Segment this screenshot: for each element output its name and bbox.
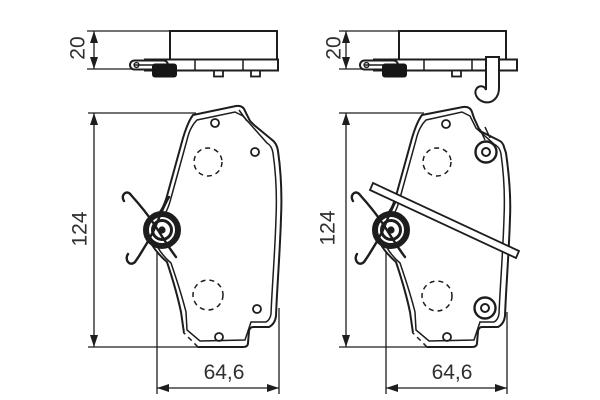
arrowhead (267, 384, 279, 392)
wear-sensor-cable (368, 181, 521, 260)
dimension-thickness-left: 20 (66, 30, 170, 70)
arrowhead (495, 384, 507, 392)
dim-label-thickness: 20 (66, 36, 89, 59)
dim-label-width: 64,6 (432, 361, 473, 384)
retaining-spring (350, 191, 407, 265)
hidden-boss-circle (193, 147, 223, 177)
friction-block (169, 30, 278, 61)
arrowhead (90, 57, 98, 69)
hidden-boss-circle (422, 147, 452, 177)
dimension-thickness-right: 20 (322, 30, 399, 70)
arrowhead (386, 384, 398, 392)
dim-label-thickness: 20 (322, 36, 345, 59)
arrowhead (157, 384, 169, 392)
clip-sleeve (382, 63, 407, 78)
arrowhead (90, 31, 98, 43)
clip-sleeve (152, 63, 177, 78)
hidden-boss-circle (192, 279, 224, 311)
side-view-left (129, 30, 279, 78)
guide-pin-end (363, 61, 370, 69)
backplate-joint-lines (194, 59, 244, 71)
dimension-height-left: 124 (68, 112, 200, 348)
arrowhead (90, 113, 98, 125)
rivet-hole (442, 332, 452, 342)
wear-sensor-bracket (474, 56, 500, 104)
front-view-right (350, 105, 521, 349)
hidden-chamfer-edge (412, 332, 428, 348)
arrowhead (90, 335, 98, 347)
dimension-height-right: 124 (316, 112, 428, 348)
sensor-eyelet (473, 296, 497, 320)
arrowhead (342, 31, 350, 43)
retaining-spring (121, 191, 178, 265)
sensor-tab-notch (479, 126, 491, 141)
dimension-width-right: 64,6 (385, 252, 508, 394)
dimension-width-left: 64,6 (156, 252, 280, 394)
corner-chamfer-line (238, 109, 248, 122)
lower-tab (451, 69, 462, 78)
hidden-chamfer-edge (183, 332, 199, 348)
hidden-boss-circle (421, 280, 453, 312)
friction-block (398, 30, 507, 61)
friction-contour (152, 111, 278, 342)
lower-tab (250, 69, 261, 78)
guide-pin-end (133, 61, 140, 69)
rivet-hole (214, 332, 224, 342)
arrowhead (342, 335, 350, 347)
lower-tab (213, 69, 224, 78)
dim-label-width: 64,6 (204, 361, 245, 384)
dim-label-height: 124 (316, 210, 339, 245)
side-view-right (359, 30, 518, 104)
sensor-eyelet (474, 140, 498, 164)
rivet-hole (441, 119, 451, 129)
backplate-joint-lines (423, 59, 473, 71)
rivet-hole (210, 118, 220, 128)
dim-label-height: 124 (68, 211, 91, 246)
arrowhead (342, 113, 350, 125)
rivet-hole (250, 147, 260, 157)
rivet-hole (252, 304, 262, 314)
front-view-left (121, 104, 283, 349)
arrowhead (342, 57, 350, 69)
